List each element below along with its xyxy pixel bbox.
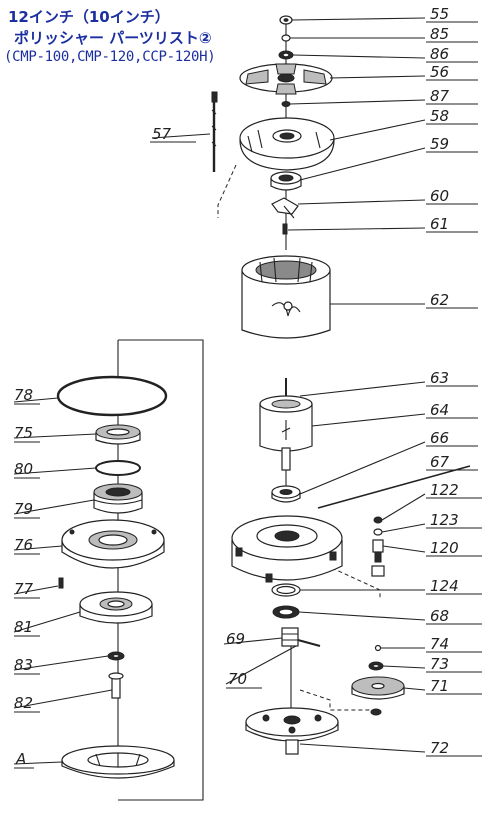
callout-70: 70 bbox=[228, 670, 247, 688]
callout-78: 78 bbox=[14, 386, 33, 404]
part-67-gear-housing bbox=[231, 465, 471, 583]
callout-68: 68 bbox=[430, 607, 449, 625]
part-74-pin bbox=[374, 644, 382, 652]
callout-81: 81 bbox=[14, 618, 33, 636]
callout-73: 73 bbox=[430, 655, 449, 673]
part-71-gear bbox=[351, 676, 405, 700]
callout-87: 87 bbox=[430, 87, 450, 105]
part-85-washer bbox=[281, 34, 291, 42]
part-87-washer bbox=[281, 101, 291, 107]
part-61-screw bbox=[282, 223, 288, 235]
callout-69: 69 bbox=[226, 630, 245, 648]
part-71-gear-hub bbox=[370, 708, 382, 716]
callout-61: 61 bbox=[430, 215, 449, 233]
callout-124: 124 bbox=[430, 577, 459, 595]
part-76-housing bbox=[61, 519, 165, 569]
callout-123: 123 bbox=[430, 511, 459, 529]
callout-72: 72 bbox=[430, 739, 449, 757]
callout-55: 55 bbox=[430, 5, 449, 23]
diagram-title: 12インチ（10インチ） bbox=[8, 8, 170, 26]
diagram-subtitle: ポリッシャー パーツリスト② bbox=[14, 29, 212, 47]
callout-56: 56 bbox=[430, 63, 449, 81]
part-124-ring bbox=[271, 583, 301, 597]
part-64-rotor bbox=[259, 378, 313, 471]
callout-71: 71 bbox=[430, 677, 449, 695]
part-123-spring bbox=[373, 528, 383, 536]
callout-63: 63 bbox=[430, 369, 449, 387]
part-75-ring bbox=[95, 424, 141, 445]
callout-77: 77 bbox=[14, 580, 34, 598]
callout-75: 75 bbox=[14, 424, 33, 442]
callout-86: 86 bbox=[430, 45, 449, 63]
callout-64: 64 bbox=[430, 401, 449, 419]
callout-122: 122 bbox=[430, 481, 459, 499]
callout-a: A bbox=[15, 750, 26, 768]
part-59-bearing bbox=[270, 171, 302, 191]
part-80-clip bbox=[95, 460, 141, 476]
part-81-cover bbox=[79, 591, 153, 624]
callout-74: 74 bbox=[430, 635, 449, 653]
part-120-brush bbox=[371, 539, 385, 577]
part-69-pinion bbox=[281, 627, 299, 647]
part-66-bearing bbox=[271, 485, 301, 503]
callout-67: 67 bbox=[430, 453, 450, 471]
part-78-o-ring bbox=[56, 375, 168, 417]
callout-85: 85 bbox=[430, 25, 449, 43]
part-73-washer bbox=[368, 661, 384, 671]
part-83-washer bbox=[107, 651, 125, 661]
part-57-cord bbox=[211, 91, 218, 172]
part-79-bearing bbox=[93, 483, 143, 514]
left-column-guide bbox=[118, 339, 204, 801]
part-122-cap bbox=[373, 516, 383, 524]
callout-60: 60 bbox=[430, 187, 449, 205]
part-56-fan bbox=[239, 63, 333, 95]
callout-120: 120 bbox=[430, 539, 459, 557]
gear-dash-line bbox=[299, 689, 370, 711]
leader-lines bbox=[13, 17, 482, 769]
part-55-nut bbox=[279, 15, 293, 25]
part-58-motor-cover bbox=[239, 117, 335, 171]
callout-58: 58 bbox=[430, 107, 449, 125]
callout-76: 76 bbox=[14, 536, 33, 554]
part-70-key bbox=[297, 639, 321, 647]
part-86-washer bbox=[278, 50, 294, 60]
part-60-bracket bbox=[271, 197, 299, 219]
part-68-ring bbox=[272, 605, 300, 619]
callout-79: 79 bbox=[14, 500, 33, 518]
part-a-pad-holder bbox=[61, 745, 175, 779]
callout-66: 66 bbox=[430, 429, 449, 447]
model-numbers: (CMP-100,CMP-120,CCP-120H) bbox=[4, 49, 216, 65]
cord-dash-line bbox=[217, 164, 237, 218]
part-62-stator bbox=[241, 255, 331, 339]
part-77-screw bbox=[58, 577, 64, 589]
callout-82: 82 bbox=[14, 694, 33, 712]
callout-80: 80 bbox=[14, 460, 33, 478]
part-72-drive-plate bbox=[245, 707, 339, 755]
callout-83: 83 bbox=[14, 656, 33, 674]
part-82-bolt bbox=[108, 672, 124, 699]
callout-59: 59 bbox=[430, 135, 449, 153]
callout-labels: 55 85 86 56 87 57 58 59 60 61 62 63 64 6… bbox=[14, 5, 459, 768]
callout-62: 62 bbox=[430, 291, 449, 309]
callout-57: 57 bbox=[152, 125, 172, 143]
